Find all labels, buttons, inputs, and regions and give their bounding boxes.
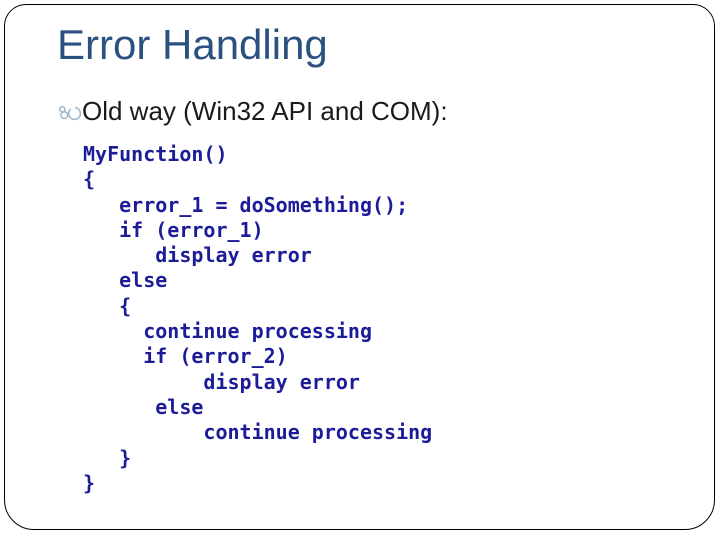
code-line: display error	[83, 243, 312, 268]
code-line: if (error_1)	[83, 217, 264, 242]
code-line: {	[83, 167, 96, 192]
bullet-item: Old way (Win32 API and COM):	[56, 96, 448, 126]
slide-title: Error Handling	[57, 21, 328, 68]
bullet-text: Old way (Win32 API and COM):	[82, 95, 448, 126]
code-line: }	[83, 470, 96, 495]
code-line: display error	[83, 369, 360, 394]
code-line: else	[83, 268, 168, 293]
swirl-bullet-icon	[56, 103, 81, 123]
code-line: MyFunction()	[83, 142, 228, 166]
code-line: error_1 = doSomething();	[83, 192, 409, 217]
code-line: }	[83, 445, 132, 470]
code-line: else	[83, 394, 204, 419]
code-line: continue processing	[83, 319, 372, 344]
code-line: {	[83, 293, 132, 318]
code-line: if (error_2)	[83, 344, 288, 369]
code-line: continue processing	[83, 420, 433, 445]
code-block: MyFunction(){ error_1 = doSomething(); i…	[83, 142, 432, 496]
